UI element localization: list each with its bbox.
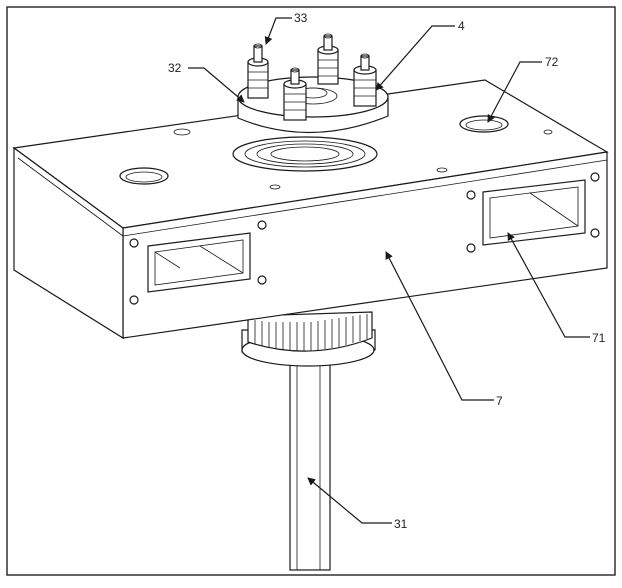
connector-right: [353, 53, 377, 107]
drawing-frame: [6, 6, 616, 576]
lower-gear-assembly: [241, 311, 376, 367]
connector-front: [283, 67, 307, 121]
top-flange-assembly: [237, 76, 389, 134]
label-32: 32: [168, 61, 182, 75]
label-72: 72: [545, 55, 559, 69]
label-71: 71: [592, 331, 606, 345]
label-33: 33: [294, 11, 308, 25]
label-4: 4: [458, 19, 465, 33]
connector-left: [247, 43, 269, 99]
label-31: 31: [394, 517, 408, 531]
shaft: [289, 354, 331, 571]
connector-center: [317, 33, 339, 85]
leader-lines: [188, 17, 590, 524]
label-7: 7: [496, 394, 503, 408]
